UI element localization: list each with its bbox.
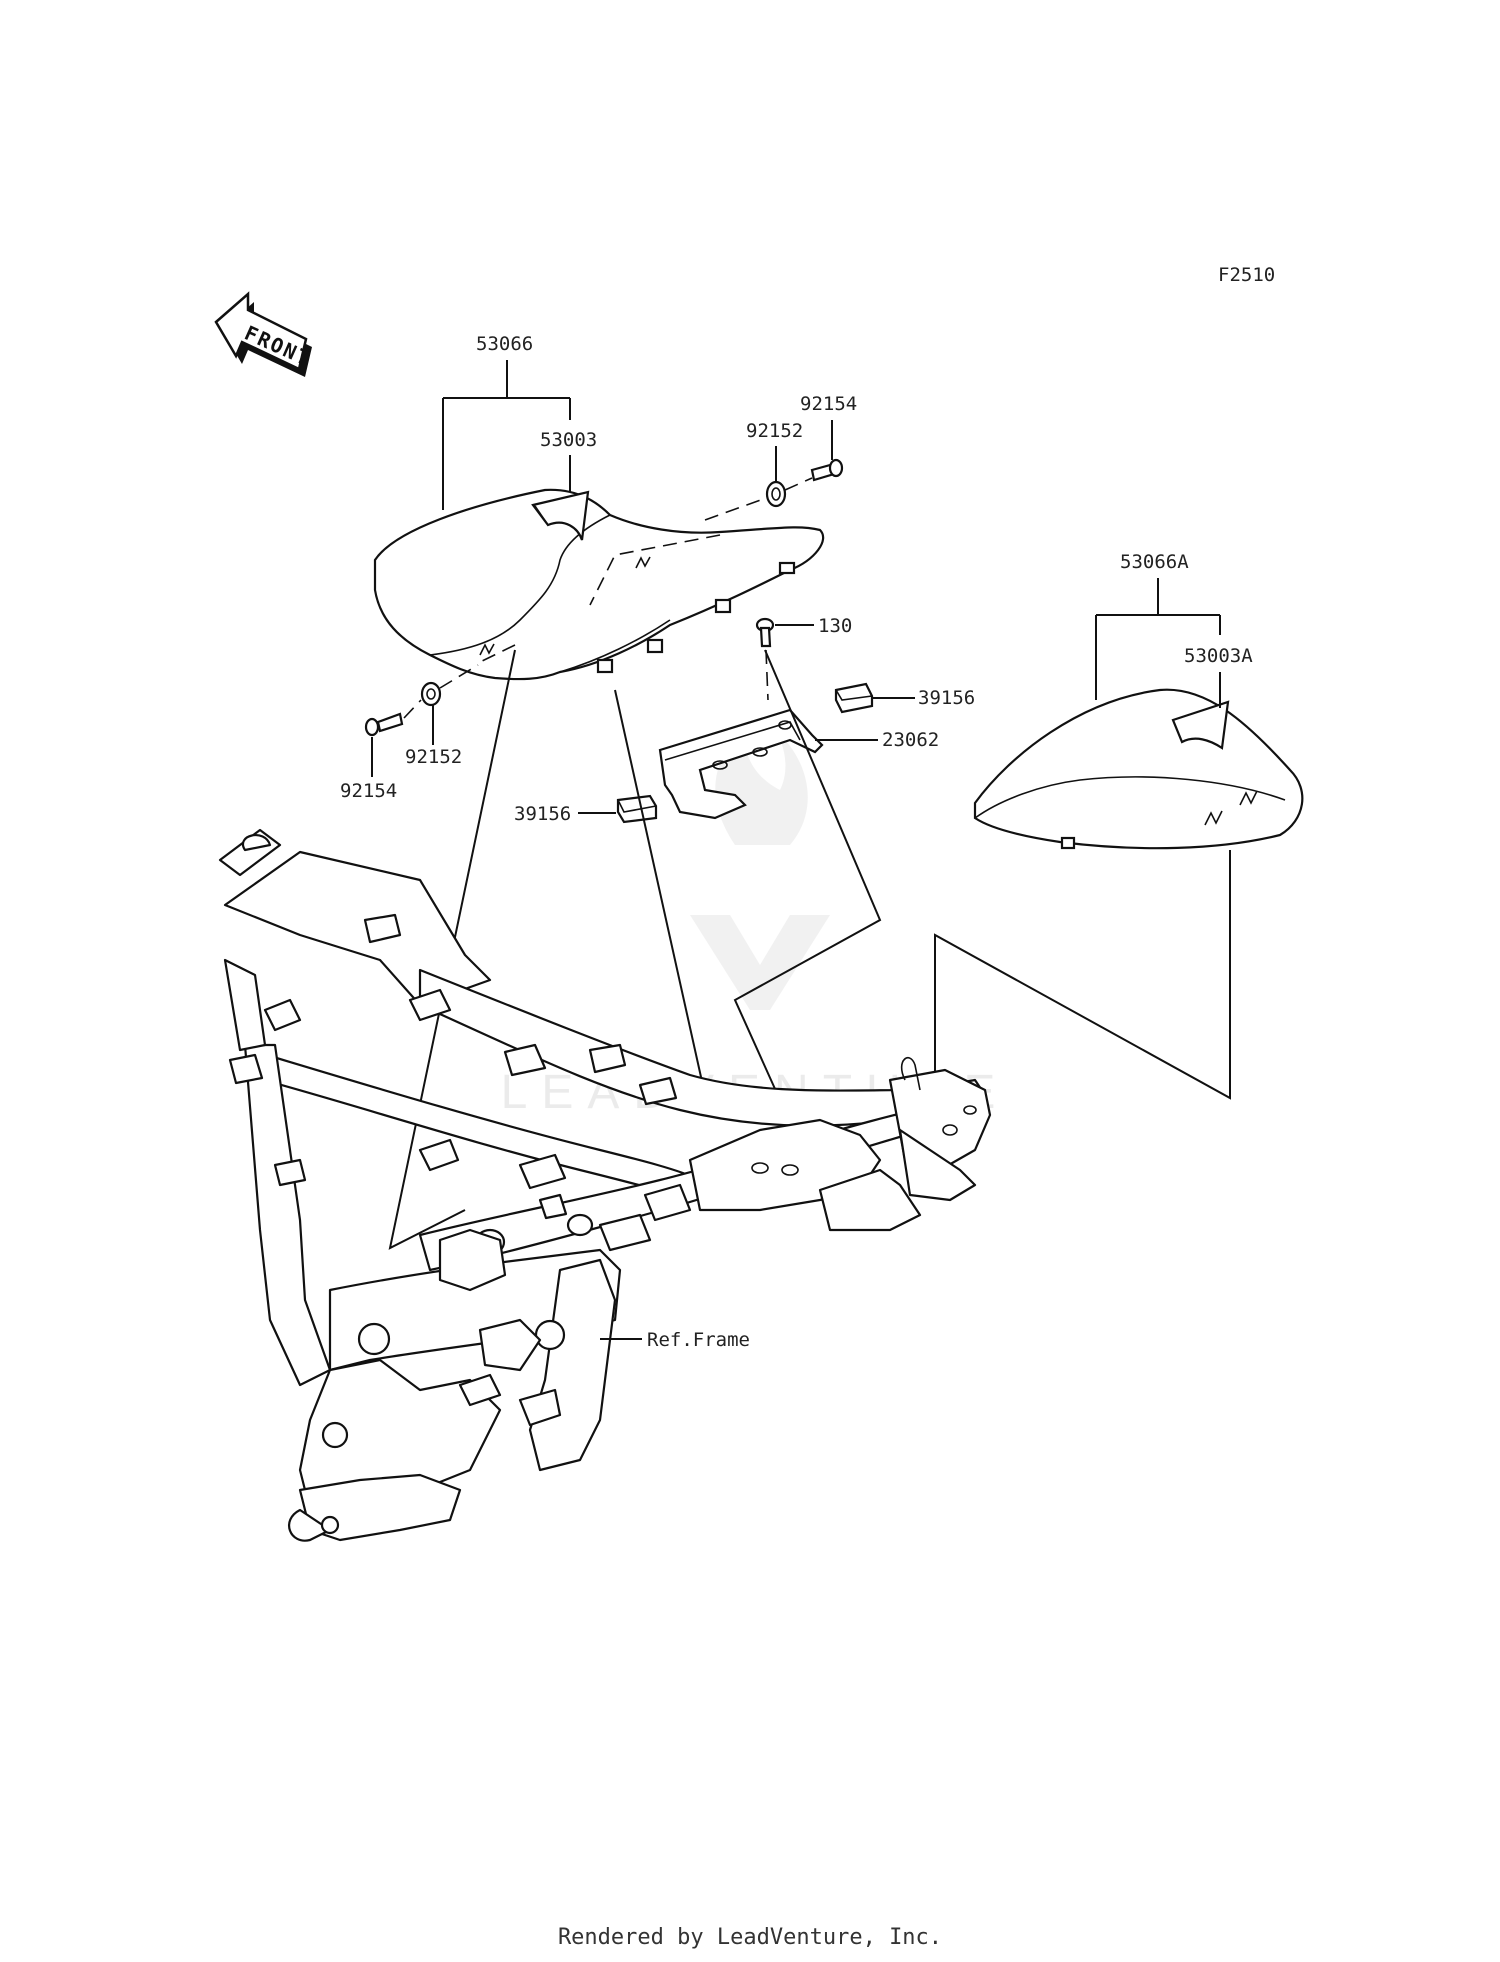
seat-assy-53066A <box>973 688 1304 850</box>
callout-23062: 23062 <box>882 729 939 751</box>
callout-92154-left: 92154 <box>340 780 397 802</box>
connector-seat-right <box>733 649 882 1101</box>
washer-92152-left <box>420 681 442 707</box>
callout-39156-right: 39156 <box>918 687 975 709</box>
washer-92152-right <box>765 480 787 508</box>
dash-left-fastener <box>403 664 479 719</box>
connector-seat-mid <box>614 689 706 1096</box>
bracket-23062 <box>658 708 824 820</box>
callout-53003: 53003 <box>540 429 597 451</box>
front-direction-arrow-icon: FRONT <box>214 291 315 377</box>
frame-assembly <box>218 828 992 1542</box>
callout-53066A: 53066A <box>1120 551 1189 573</box>
callout-53003A: 53003A <box>1184 645 1253 667</box>
callout-92154-right: 92154 <box>800 393 857 415</box>
callout-39156-left: 39156 <box>514 803 571 825</box>
leader-53066A <box>1095 578 1221 700</box>
connector-seat-left <box>388 649 516 1250</box>
callout-130: 130 <box>818 615 852 637</box>
footer-rendered-by: Rendered by LeadVenture, Inc. <box>557 1925 943 1950</box>
callout-92152-right: 92152 <box>746 420 803 442</box>
callout-92152-left: 92152 <box>405 746 462 768</box>
damper-39156-right <box>834 682 874 714</box>
seat-assy-53066 <box>373 488 825 681</box>
bolt-92154-right <box>810 458 844 482</box>
dash-right-fastener <box>704 477 813 521</box>
dash-130 <box>765 649 769 701</box>
bolt-92154-left <box>364 712 404 737</box>
callout-ref-frame: Ref.Frame <box>647 1329 750 1351</box>
bolt-130 <box>755 617 775 648</box>
damper-39156-left <box>616 794 658 824</box>
leader-53066 <box>442 360 571 510</box>
connector-53066A <box>934 850 1231 1140</box>
figure-code: F2510 <box>1218 264 1275 286</box>
callout-53066: 53066 <box>476 333 533 355</box>
